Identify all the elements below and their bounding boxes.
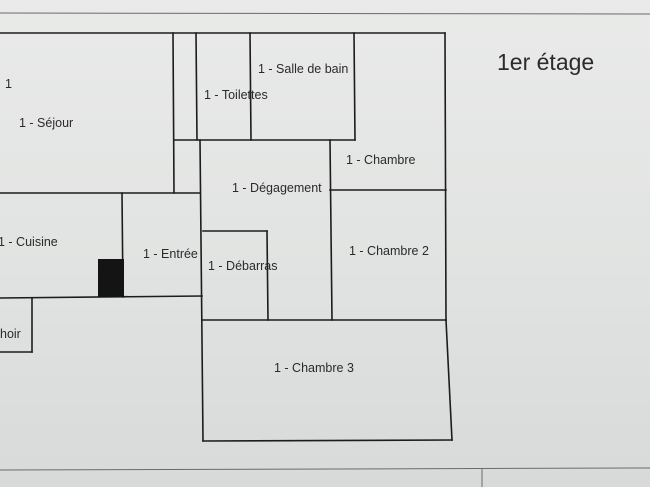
room-label-cuisine: 1 - Cuisine — [0, 235, 58, 249]
page-rules — [0, 12, 650, 487]
wall-bathroom-left — [249, 32, 252, 141]
room-label-chambre: 1 - Chambre — [346, 153, 416, 167]
room-label-sejour: 1 - Séjour — [19, 116, 73, 130]
wall-degagement-left — [199, 139, 204, 442]
room-label-degagement: 1 - Dégagement — [232, 181, 322, 195]
room-label-partial: hoir — [0, 327, 21, 341]
top-page-rule — [0, 12, 650, 15]
wall-toilettes-left — [195, 32, 198, 141]
dark-fixture-block — [98, 259, 124, 297]
wall-right-lower — [445, 319, 453, 441]
walls — [0, 32, 453, 442]
wall-right-upper — [444, 32, 447, 321]
wall-sejour-right — [172, 32, 175, 194]
room-label-toilettes: 1 - Toilettes — [204, 88, 268, 102]
bottom-page-rule — [0, 467, 650, 471]
room-label-debarras: 1 - Débarras — [208, 259, 277, 273]
floor-title: 1er étage — [497, 49, 594, 75]
wall-bottom — [202, 439, 453, 442]
room-label-chambre-2: 1 - Chambre 2 — [349, 244, 429, 258]
room-label-chambre-3: 1 - Chambre 3 — [274, 361, 354, 375]
wall-degagement-right — [329, 139, 333, 321]
stray-label: 1 — [5, 77, 12, 91]
room-label-entree: 1 - Entrée — [143, 247, 198, 261]
wall-bathroom-right — [353, 32, 356, 141]
room-label-salle-de-bain: 1 - Salle de bain — [258, 62, 348, 76]
wall-debarras-right — [266, 230, 269, 321]
